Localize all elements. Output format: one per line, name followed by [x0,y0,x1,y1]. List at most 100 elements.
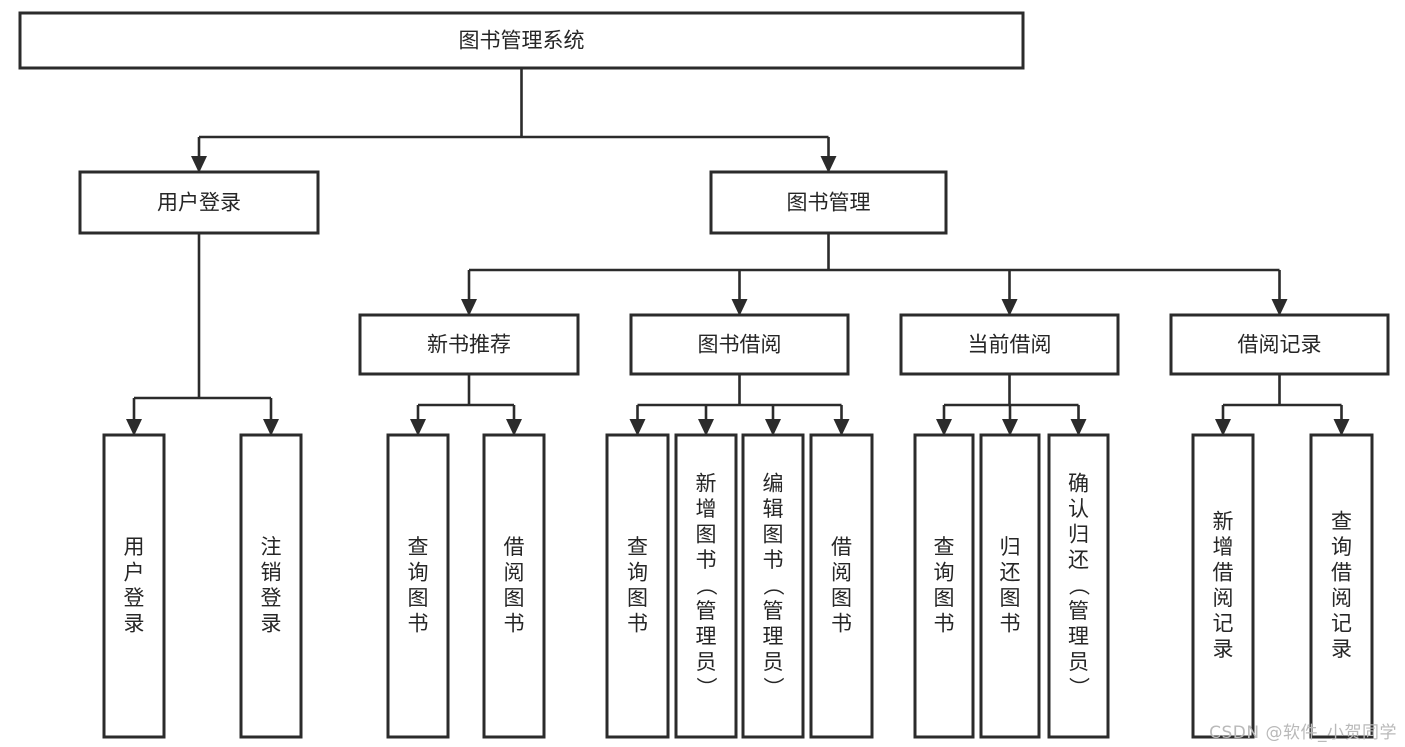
node-box [809,433,874,739]
node-box [629,313,850,376]
node-label-char: 查 [1331,510,1352,534]
node-box [102,433,166,739]
node-bookmgmt[interactable]: 图书管理 [709,170,948,235]
node-label-char: 还 [1068,548,1089,572]
node-box [78,170,320,235]
node-current[interactable]: 当前借阅 [899,313,1120,376]
node-label-char: 图 [408,586,429,610]
node-label-char: 认 [1068,497,1089,521]
node-leaf-user-login[interactable]: 用户登录 [102,433,166,739]
node-label-char: 录 [261,612,282,636]
node-box [1047,433,1110,739]
node-label-char: 员 [1068,650,1089,674]
node-label: 图书借阅 [698,333,782,357]
node-label: 新书推荐 [427,333,511,357]
arrow-icon [506,419,522,436]
node-label-char: 管 [696,599,717,623]
node-label-char: 增 [696,497,717,521]
node-box [709,170,948,235]
node-label-char: 图 [1000,586,1021,610]
node-label-char: 图 [934,586,955,610]
node-box [979,433,1041,739]
node-label-char: 阅 [831,561,852,585]
node-label-char: 管 [1068,599,1089,623]
node-label-char: 新 [1213,510,1234,534]
node-label-char: 图 [627,586,648,610]
node-label-char: 书 [504,612,525,636]
node-newbook[interactable]: 新书推荐 [358,313,580,376]
node-label-char: 辑 [763,497,784,521]
connector-layer [126,68,1350,436]
node-record[interactable]: 借阅记录 [1169,313,1390,376]
node-label-char: 编 [763,471,784,495]
node-login[interactable]: 用户登录 [78,170,320,235]
arrow-icon [833,419,850,436]
node-label-char: 增 [1213,535,1234,559]
node-label-char: 图 [504,586,525,610]
node-label-char: 理 [763,624,784,648]
node-label-char: 登 [261,586,282,610]
node-label-char: 图 [763,522,784,546]
arrow-icon [1271,299,1288,316]
node-label-char: 书 [934,612,955,636]
node-label-char: 员 [763,650,784,674]
node-label: 借阅记录 [1238,333,1322,357]
node-label-char: 借 [1213,561,1234,585]
node-label-char: 书 [408,612,429,636]
node-label-char: 阅 [1213,586,1234,610]
node-label-char: 归 [1068,522,1089,546]
arrow-icon [1002,419,1018,436]
node-label: 图书管理 [787,191,871,215]
arrow-icon [731,299,748,316]
node-label-char: 书 [1000,612,1021,636]
node-label-char: 销 [261,561,282,585]
node-label: 当前借阅 [968,333,1052,357]
node-label-char: 员 [696,650,717,674]
arrow-icon [936,419,952,436]
node-label-char: 记 [1213,612,1234,636]
node-box [18,11,1025,70]
arrow-icon [698,419,714,436]
node-label-char: 新 [696,471,717,495]
node-label-char: 借 [831,535,852,559]
csdn-watermark: CSDN @软件_小贺同学 [1209,723,1397,743]
node-root[interactable]: 图书管理系统 [18,11,1025,70]
node-box [358,313,580,376]
node-label-char: ） [1067,677,1091,698]
node-label-char: 询 [408,561,429,585]
node-label-char: 书 [831,612,852,636]
node-box [741,433,805,739]
node-label-char: 图 [831,586,852,610]
arrow-icon [1001,299,1018,316]
node-label-char: 询 [934,561,955,585]
node-label-char: 借 [504,535,525,559]
node-borrow[interactable]: 图书借阅 [629,313,850,376]
node-box [605,433,670,739]
node-label-char: 理 [1068,624,1089,648]
node-label-char: 归 [1000,535,1021,559]
node-label: 图书管理系统 [459,29,585,53]
arrow-icon [410,419,426,436]
arrow-icon [461,299,477,316]
node-label-char: 用 [124,535,145,559]
node-box [1169,313,1390,376]
node-label-char: 阅 [1331,586,1352,610]
node-label-char: 登 [124,586,145,610]
node-label-char: ） [761,677,785,698]
node-label-char: 记 [1331,612,1352,636]
arrow-icon [1215,419,1231,436]
node-label-char: 图 [696,522,717,546]
